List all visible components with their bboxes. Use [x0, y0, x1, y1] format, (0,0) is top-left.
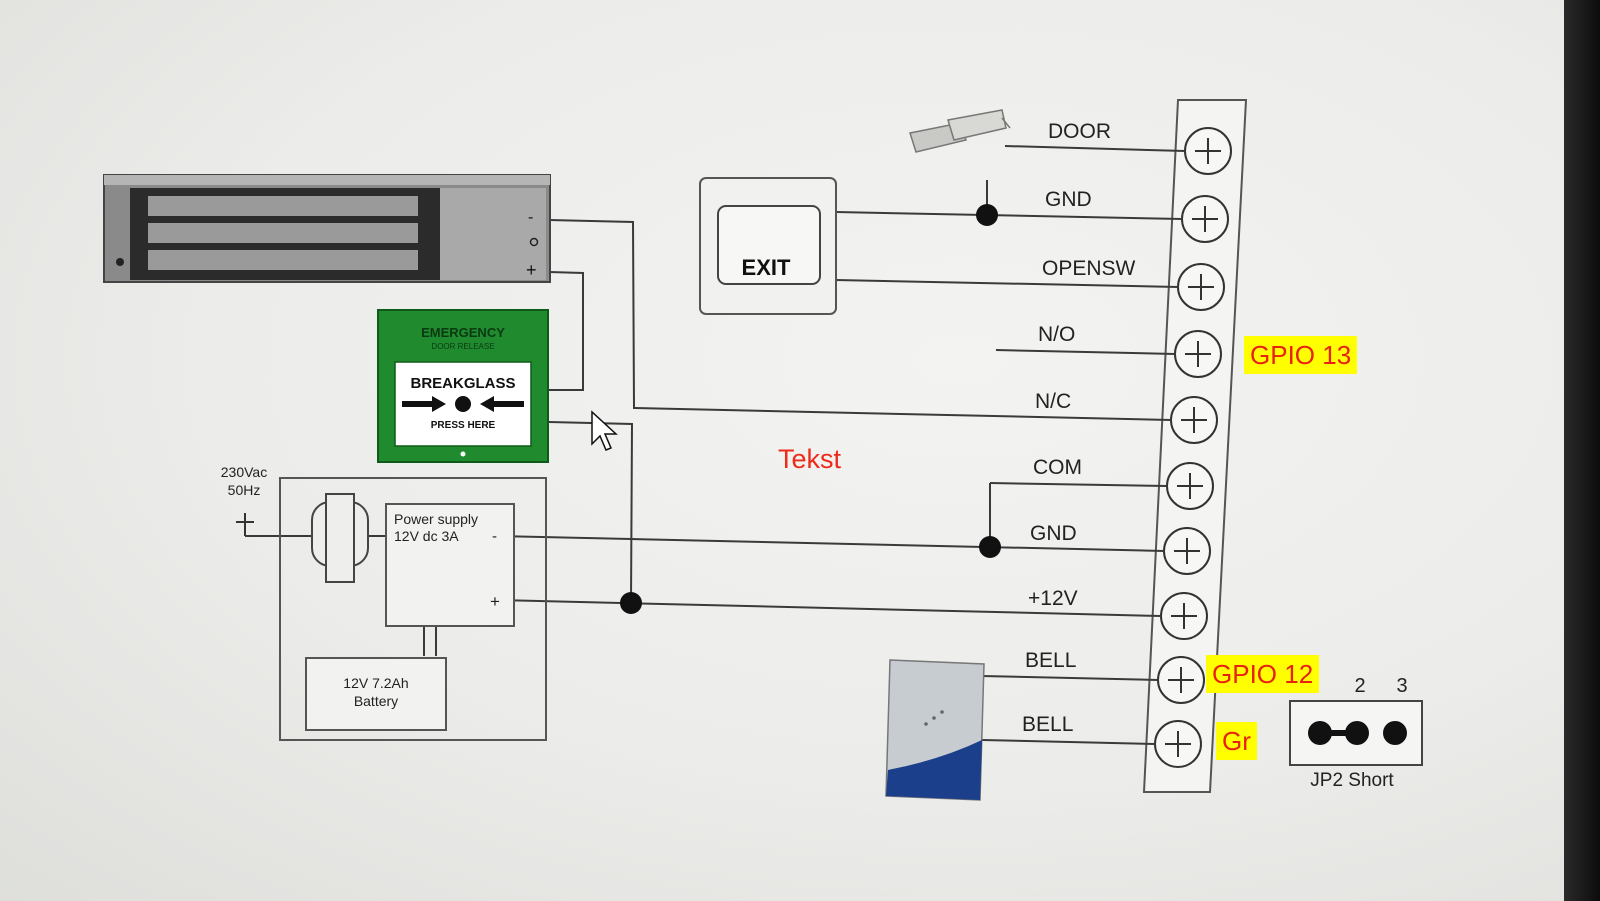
mains-frequency: 50Hz — [228, 482, 261, 498]
mains-voltage: 230Vac — [221, 464, 267, 480]
tekst-annotation: Tekst — [778, 444, 842, 474]
power-supply-name: Power supply — [394, 511, 478, 527]
wire-maglock-plus — [548, 271, 584, 391]
power-supply-box — [385, 503, 515, 627]
terminal-labels: DOOR GND OPENSW N/O N/C COM GND +12V BEL… — [1022, 120, 1136, 736]
wire-door — [1004, 145, 1186, 152]
terminal-screw-door — [1184, 127, 1232, 175]
terminal-label-nc: N/C — [1035, 390, 1071, 413]
breakglass-press-here: PRESS HERE — [431, 420, 496, 431]
maglock-plus: + — [526, 260, 537, 280]
terminal-screws — [1154, 127, 1232, 768]
wire-gnd-1 — [835, 211, 1183, 220]
jumper-pin-2: 2 — [1354, 675, 1365, 697]
junction-gnd-1 — [976, 204, 998, 226]
wire-bell-1 — [981, 675, 1159, 681]
jumper-pin-3: 3 — [1396, 675, 1407, 697]
wires — [245, 145, 1186, 745]
terminal-screw-gnd-1 — [1181, 195, 1229, 243]
wire-gnd-2 — [496, 535, 1165, 552]
terminal-screw-nc — [1170, 396, 1218, 444]
exit-button: EXIT — [699, 177, 837, 315]
wire-12v — [496, 599, 1162, 617]
breakglass-label: BREAKGLASS — [410, 375, 515, 392]
wire-battery — [423, 625, 437, 656]
battery-rating: 12V 7.2Ah — [343, 675, 408, 691]
terminal-label-bell-2: BELL — [1022, 713, 1073, 736]
wire-opensw — [835, 279, 1179, 288]
power-supply-rating: 12V dc 3A — [394, 528, 459, 544]
terminal-screw-12v — [1160, 592, 1208, 640]
battery-label: Battery — [354, 693, 398, 709]
magnetic-lock: - + — [103, 174, 551, 283]
power-supply-minus: - — [492, 528, 497, 545]
wire-bell-2 — [981, 739, 1156, 745]
breakglass-arrows-icon — [402, 396, 524, 412]
exit-button-label: EXIT — [742, 255, 791, 280]
jumper-jp2: 2 3 JP2 Short — [1289, 675, 1423, 791]
battery-box — [305, 657, 447, 731]
jumper-pin-dot-3 — [1383, 721, 1407, 745]
gr-annotation: Gr — [1216, 722, 1257, 760]
terminal-label-bell-1: BELL — [1025, 649, 1076, 672]
junction-12v — [620, 592, 642, 614]
wire-com — [989, 482, 1168, 487]
breakglass-subtitle: DOOR RELEASE — [431, 342, 494, 351]
breakglass-title: EMERGENCY — [421, 325, 505, 340]
terminal-screw-bell-2 — [1154, 720, 1202, 768]
terminal-screw-com — [1166, 462, 1214, 510]
terminal-label-no: N/O — [1038, 323, 1075, 346]
terminal-label-com: COM — [1033, 456, 1082, 479]
monitor-bezel — [1564, 0, 1600, 901]
breakglass-unit: EMERGENCY DOOR RELEASE BREAKGLASS PRESS … — [377, 309, 549, 463]
door-bell-icon — [885, 659, 985, 801]
wire-breakglass-to-12v — [548, 421, 634, 604]
junction-dots — [620, 204, 1001, 614]
terminal-screw-no — [1174, 330, 1222, 378]
transformer-icon — [311, 493, 369, 583]
power-supply-plus: + — [490, 592, 500, 611]
wire-no — [995, 349, 1176, 355]
gpio12-annotation: GPIO 12 — [1206, 655, 1320, 693]
junction-gnd-2 — [979, 536, 1001, 558]
maglock-minus: - — [528, 209, 533, 226]
terminal-screw-gnd-2 — [1163, 527, 1211, 575]
gpio13-annotation: GPIO 13 — [1244, 336, 1358, 374]
terminal-screw-bell-1 — [1157, 656, 1205, 704]
wire-nc — [548, 219, 1172, 421]
terminal-label-12v: +12V — [1028, 587, 1078, 610]
mouse-cursor-icon — [591, 410, 618, 451]
mains-input-icon — [236, 513, 254, 536]
terminal-label-door: DOOR — [1048, 120, 1111, 143]
door-contact-icon — [909, 109, 1011, 153]
terminal-label-gnd-2: GND — [1030, 522, 1077, 545]
power-enclosure: 230Vac 50Hz Power supply 12V dc 3A - + 1… — [221, 464, 547, 741]
terminal-label-gnd-1: GND — [1045, 188, 1092, 211]
terminal-label-opensw: OPENSW — [1042, 257, 1136, 280]
terminal-screw-opensw — [1177, 263, 1225, 311]
jumper-label: JP2 Short — [1310, 770, 1394, 791]
